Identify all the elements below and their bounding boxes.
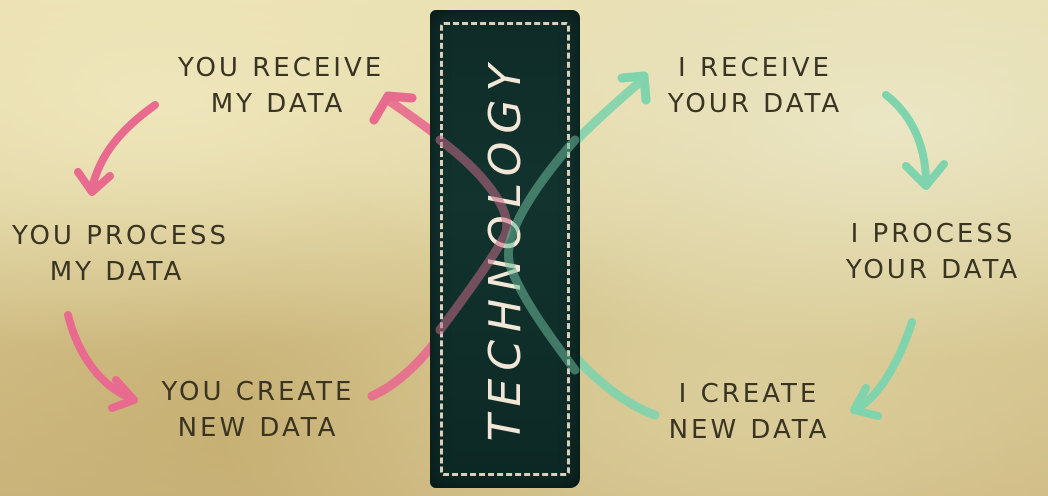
label-i-process-line2: YOUR DATA	[828, 252, 1038, 288]
label-you-receive: YOU RECEIVE MY DATA	[178, 50, 378, 122]
label-you-process: YOU PROCESS MY DATA	[12, 218, 222, 290]
label-i-process-line1: I PROCESS	[828, 216, 1038, 252]
label-i-receive-line1: I RECEIVE	[660, 50, 850, 86]
green-cross-overlay	[508, 140, 575, 370]
label-you-create-line1: YOU CREATE	[158, 374, 358, 410]
label-i-create: I CREATE NEW DATA	[654, 376, 844, 448]
pink-cross-overlay	[440, 140, 507, 330]
label-i-create-line2: NEW DATA	[654, 412, 844, 448]
pink-arrow-receive-to-process	[92, 105, 155, 188]
label-you-receive-line2: MY DATA	[178, 86, 378, 122]
label-i-create-line1: I CREATE	[654, 376, 844, 412]
label-you-process-line2: MY DATA	[12, 254, 222, 290]
label-i-receive-line2: YOUR DATA	[660, 86, 850, 122]
label-you-receive-line1: YOU RECEIVE	[178, 50, 378, 86]
label-you-process-line1: YOU PROCESS	[12, 218, 222, 254]
label-you-create: YOU CREATE NEW DATA	[158, 374, 358, 446]
label-i-receive: I RECEIVE YOUR DATA	[660, 50, 850, 122]
label-i-process: I PROCESS YOUR DATA	[828, 216, 1038, 288]
label-you-create-line2: NEW DATA	[158, 410, 358, 446]
